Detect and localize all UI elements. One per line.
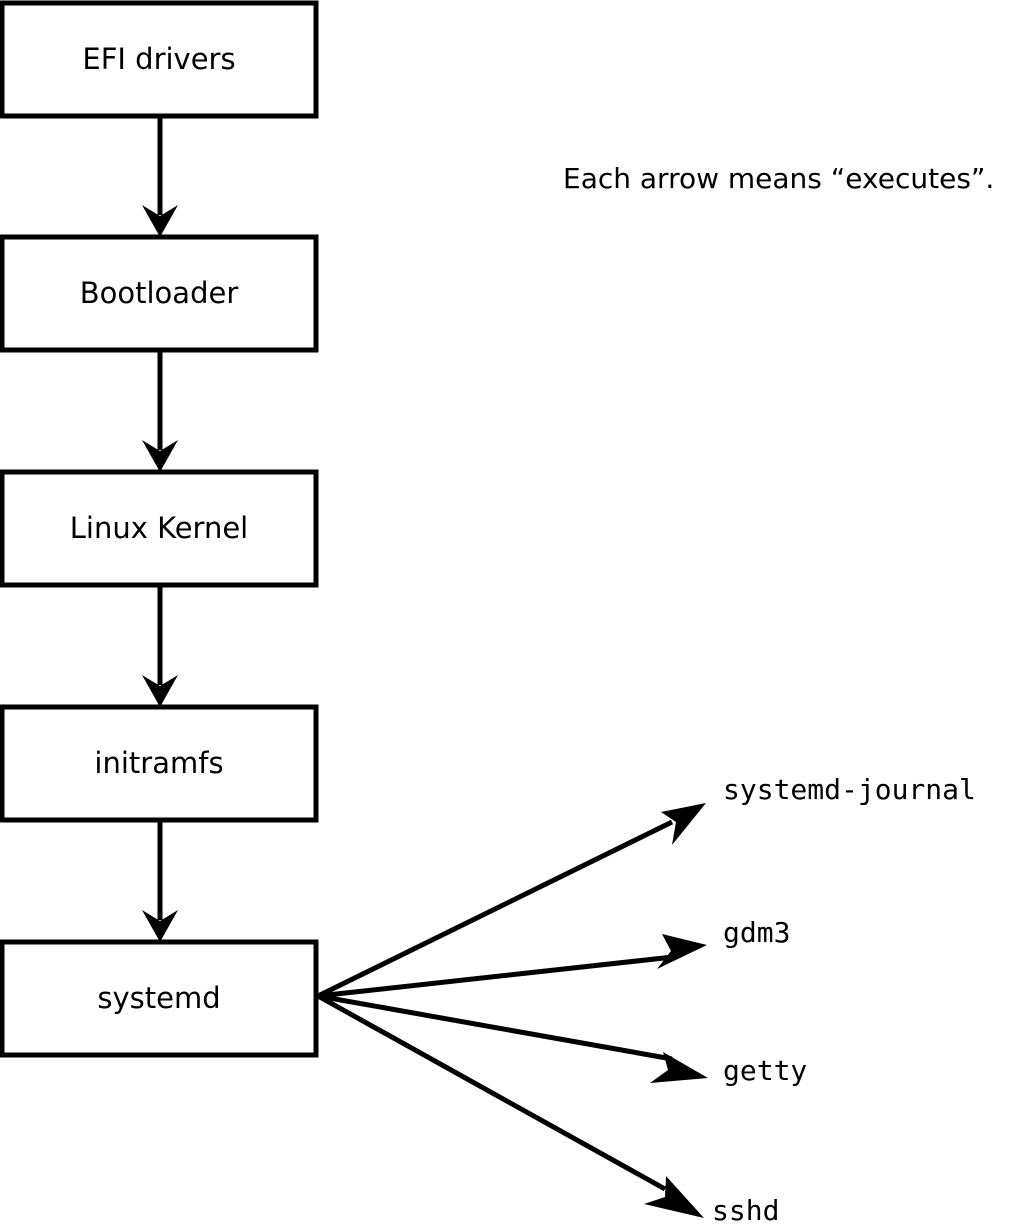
boot-chain-boxes: EFI drivers Bootloader Linux Kernel init… xyxy=(0,0,319,1058)
node-box xyxy=(0,704,319,823)
service-label-systemd-journal[interactable]: systemd-journal xyxy=(723,773,976,806)
arrow-systemd-to-sshd xyxy=(316,993,704,1218)
service-label-gdm3[interactable]: gdm3 xyxy=(723,916,790,949)
service-arrows-group xyxy=(316,803,708,1218)
node-systemd[interactable]: systemd xyxy=(0,939,319,1058)
arrow-head-icon xyxy=(650,1052,708,1083)
arrow-systemd-to-getty xyxy=(317,993,708,1083)
diagram-caption: Each arrow means “executes”. xyxy=(563,162,994,195)
node-box xyxy=(0,234,319,353)
arrow-head-icon xyxy=(661,803,706,845)
service-label-sshd[interactable]: sshd xyxy=(712,1194,779,1227)
arrow-efi-to-bootloader xyxy=(142,116,178,237)
node-initramfs[interactable]: initramfs xyxy=(0,704,319,823)
node-label: EFI drivers xyxy=(82,42,235,76)
arrow-initramfs-to-systemd xyxy=(142,820,178,942)
node-label: Linux Kernel xyxy=(70,511,248,545)
arrow-bootloader-to-kernel xyxy=(142,350,178,472)
node-efi-drivers[interactable]: EFI drivers xyxy=(0,0,319,119)
arrow-head-icon xyxy=(142,440,178,472)
node-label: initramfs xyxy=(94,746,223,780)
arrow-shaft xyxy=(317,954,674,999)
node-box xyxy=(0,0,319,119)
arrow-systemd-to-gdm3 xyxy=(317,934,707,999)
node-label: systemd xyxy=(97,981,220,1015)
node-bootloader[interactable]: Bootloader xyxy=(0,234,319,353)
node-box xyxy=(0,939,319,1058)
arrow-shaft xyxy=(316,819,674,999)
arrow-head-icon xyxy=(644,1176,704,1218)
arrow-shaft xyxy=(317,993,673,1062)
service-label-getty[interactable]: getty xyxy=(723,1054,807,1087)
node-linux-kernel[interactable]: Linux Kernel xyxy=(0,469,319,588)
chain-arrows-group xyxy=(142,116,178,942)
arrow-head-icon xyxy=(142,910,178,942)
arrow-head-icon xyxy=(142,675,178,707)
node-box xyxy=(0,469,319,588)
arrow-head-icon xyxy=(657,934,707,969)
arrow-shaft xyxy=(316,993,667,1192)
arrow-systemd-to-systemd-journal xyxy=(316,803,706,999)
node-label: Bootloader xyxy=(80,276,239,310)
service-labels-group: systemd-journal gdm3 getty sshd xyxy=(712,773,976,1227)
arrow-kernel-to-initramfs xyxy=(142,585,178,707)
arrow-head-icon xyxy=(142,205,178,237)
